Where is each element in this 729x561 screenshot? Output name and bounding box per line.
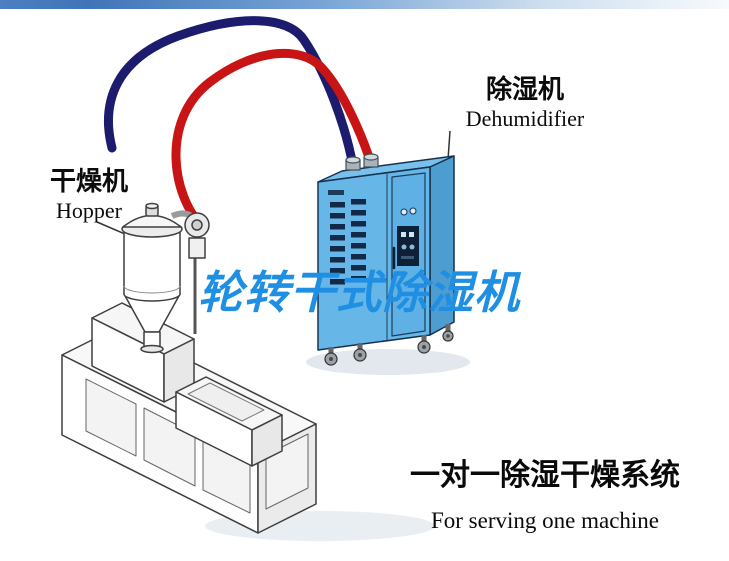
hose-connectors xyxy=(345,153,379,171)
hopper-dryer xyxy=(121,202,210,354)
hopper-body xyxy=(123,229,181,302)
caption-title-cn: 一对一除湿干燥系统 xyxy=(410,459,680,492)
dehumidifier-label-en: Dehumidifier xyxy=(465,106,585,132)
loader-motor xyxy=(188,237,206,259)
caption-subtitle-en: For serving one machine xyxy=(430,508,660,533)
hopper-label: 干燥机 Hopper xyxy=(46,166,132,225)
machine-door-panel xyxy=(85,378,137,457)
brand-bar xyxy=(328,190,344,195)
indicator-light xyxy=(409,207,417,215)
watermark-text: 轮转干式除湿机 xyxy=(198,267,521,318)
hopper-band xyxy=(123,285,181,294)
panel-knob xyxy=(401,244,407,250)
hopper-label-cn: 干燥机 xyxy=(49,166,128,196)
raised-unit-right xyxy=(251,414,283,467)
panel-knob xyxy=(409,244,415,250)
hopper-label-en: Hopper xyxy=(56,198,122,224)
hopper-lid-cap-top xyxy=(145,202,159,210)
panel-button xyxy=(409,232,414,237)
dehumidifier-unit xyxy=(306,153,470,375)
hopper-flange xyxy=(140,344,164,354)
raised-unit-panel xyxy=(187,382,265,422)
indicator-light xyxy=(400,208,408,216)
dehumidifier-shadow xyxy=(306,349,470,375)
extruder-machine xyxy=(61,302,435,541)
panel-button xyxy=(401,232,406,237)
loader-blower-hub xyxy=(191,219,203,231)
pipe-red xyxy=(171,48,376,231)
dehumidifier-label-cn: 除湿机 xyxy=(485,74,564,104)
panel-strip xyxy=(401,256,414,259)
dehumidifier-label: 除湿机 Dehumidifier xyxy=(456,74,594,133)
caster-wheels xyxy=(324,324,454,366)
vent-grille xyxy=(330,199,366,285)
caption-block: 一对一除湿干燥系统 For serving one machine xyxy=(402,450,688,534)
header-gradient-bar xyxy=(0,0,729,9)
pipe-navy xyxy=(104,16,358,171)
